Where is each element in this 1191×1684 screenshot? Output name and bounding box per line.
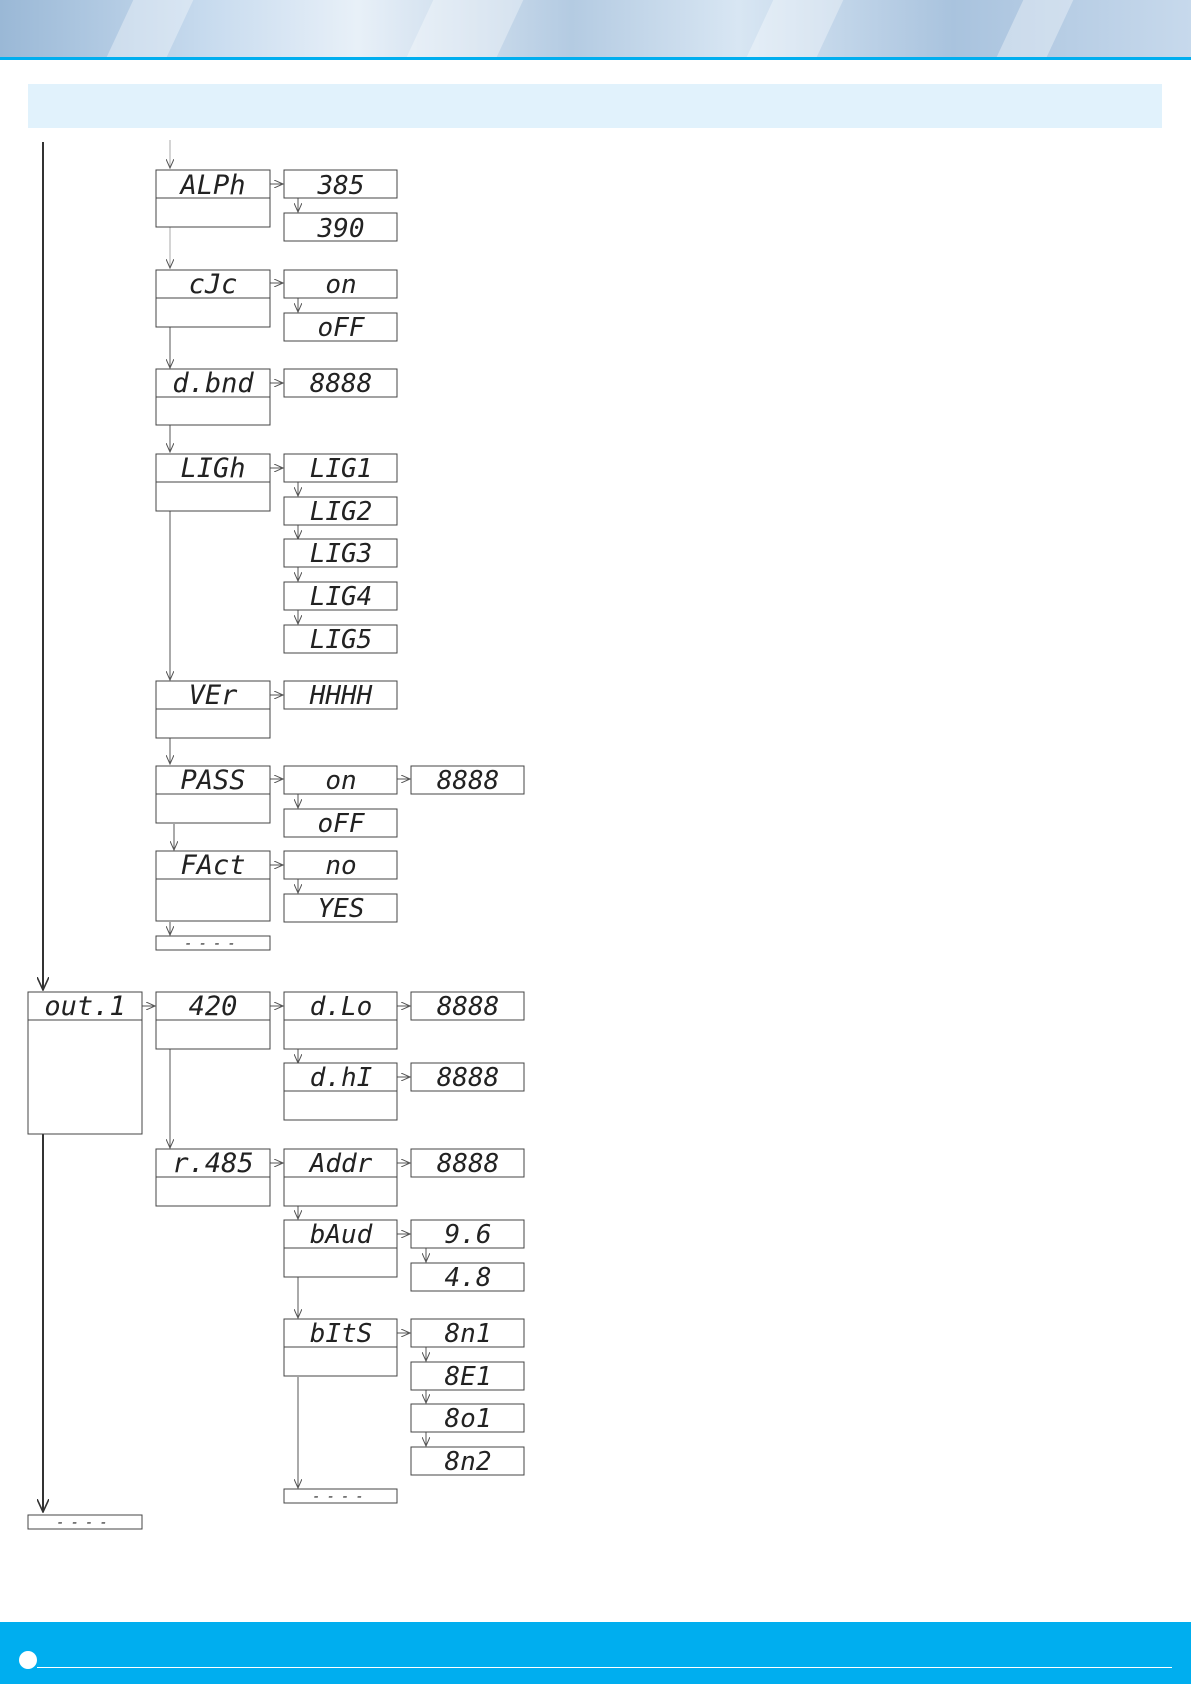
option-lig5[interactable]: LIG5	[284, 625, 397, 655]
menu-ligh-label: LIGh	[180, 453, 245, 484]
menu-dhi-label: d.hI	[310, 1063, 373, 1093]
option-lig3-label: LIG3	[310, 539, 373, 569]
option-fact-yes[interactable]: YES	[284, 894, 397, 924]
menu-pass-label: PASS	[180, 765, 245, 796]
page-number-dot	[19, 1651, 37, 1669]
option-lig1-label: LIG1	[310, 454, 373, 484]
option-pass-off-label: oFF	[318, 809, 366, 839]
option-pass-on-label: on	[325, 766, 356, 796]
menu-out1-label: out.1	[44, 991, 125, 1022]
menu-end-marker-label: ----	[184, 936, 242, 952]
value-ver[interactable]: HHHH	[284, 681, 397, 711]
option-fact-no[interactable]: no	[284, 851, 397, 881]
option-lig1[interactable]: LIG1	[284, 454, 397, 484]
menu-out1[interactable]: out.1	[28, 991, 142, 1134]
option-cjc-on[interactable]: on	[284, 270, 397, 300]
menu-alph[interactable]: ALPh	[156, 170, 270, 227]
option-bits-8n1[interactable]: 8n1	[411, 1319, 524, 1349]
menu-cjc[interactable]: cJc	[156, 269, 270, 327]
menu-ligh[interactable]: LIGh	[156, 453, 270, 511]
menu-dlo[interactable]: d.Lo	[284, 992, 397, 1049]
option-lig2-label: LIG2	[310, 497, 373, 527]
option-pass-on[interactable]: on	[284, 766, 397, 796]
option-bits-8o1-label: 8o1	[445, 1404, 492, 1434]
menu-420-label: 420	[189, 991, 238, 1022]
menu-baud-label: bAud	[310, 1220, 373, 1250]
value-dbnd-label: 8888	[310, 369, 373, 399]
value-dbnd[interactable]: 8888	[284, 369, 397, 399]
menu-bits-label: bItS	[310, 1319, 373, 1349]
menu-fact[interactable]: FAct	[156, 850, 270, 921]
menu-dlo-label: d.Lo	[310, 992, 373, 1022]
menu-fact-label: FAct	[180, 850, 245, 881]
value-dlo-label: 8888	[437, 992, 500, 1022]
option-lig4-label: LIG4	[310, 582, 373, 612]
value-ver-label: HHHH	[309, 681, 373, 711]
option-alph-390-label: 390	[317, 214, 365, 244]
option-baud-48-label: 4.8	[445, 1263, 492, 1293]
menu-pass[interactable]: PASS	[156, 765, 270, 823]
option-alph-390[interactable]: 390	[284, 213, 397, 244]
option-lig2[interactable]: LIG2	[284, 497, 397, 527]
option-bits-8o1[interactable]: 8o1	[411, 1404, 524, 1434]
option-alph-385-label: 385	[317, 171, 365, 201]
value-pass[interactable]: 8888	[411, 766, 524, 796]
option-bits-8n2[interactable]: 8n2	[411, 1447, 524, 1477]
option-lig3[interactable]: LIG3	[284, 539, 397, 569]
r485-end-marker-label: ----	[312, 1489, 370, 1505]
option-fact-no-label: no	[325, 851, 356, 881]
menu-r485-label: r.485	[172, 1148, 253, 1179]
menu-bits[interactable]: bItS	[284, 1319, 397, 1376]
menu-addr-label: Addr	[308, 1149, 373, 1179]
option-cjc-on-label: on	[325, 270, 356, 300]
option-alph-385[interactable]: 385	[284, 170, 397, 201]
menu-420[interactable]: 420	[156, 991, 270, 1049]
option-cjc-off[interactable]: oFF	[284, 313, 397, 343]
value-dhi-label: 8888	[437, 1063, 500, 1093]
option-baud-48[interactable]: 4.8	[411, 1263, 524, 1293]
value-addr-label: 8888	[437, 1149, 500, 1179]
menu-ver-label: VEr	[189, 680, 239, 711]
option-bits-8n1-label: 8n1	[445, 1319, 492, 1349]
menu-end-marker[interactable]: ----	[156, 936, 270, 952]
menu-dbnd[interactable]: d.bnd	[156, 368, 270, 425]
menu-cjc-label: cJc	[189, 269, 238, 300]
option-lig4[interactable]: LIG4	[284, 582, 397, 612]
main-end-marker-label: ----	[56, 1515, 114, 1531]
option-baud-96[interactable]: 9.6	[411, 1220, 524, 1250]
menu-r485[interactable]: r.485	[156, 1148, 270, 1206]
footer-line	[37, 1667, 1172, 1668]
menu-baud[interactable]: bAud	[284, 1220, 397, 1277]
value-dlo[interactable]: 8888	[411, 992, 524, 1022]
footer-bar	[0, 1622, 1191, 1684]
option-cjc-off-label: oFF	[318, 313, 366, 343]
menu-addr[interactable]: Addr	[284, 1149, 397, 1206]
r485-end-marker[interactable]: ----	[284, 1489, 397, 1505]
menu-dbnd-label: d.bnd	[172, 368, 254, 399]
value-pass-label: 8888	[437, 766, 500, 796]
option-bits-8e1[interactable]: 8E1	[411, 1362, 524, 1392]
option-pass-off[interactable]: oFF	[284, 809, 397, 839]
menu-ver[interactable]: VEr	[156, 680, 270, 738]
option-fact-yes-label: YES	[318, 894, 365, 924]
menu-dhi[interactable]: d.hI	[284, 1063, 397, 1120]
value-addr[interactable]: 8888	[411, 1149, 524, 1179]
option-baud-96-label: 9.6	[445, 1220, 492, 1250]
option-bits-8e1-label: 8E1	[445, 1362, 492, 1392]
menu-alph-label: ALPh	[178, 170, 245, 201]
main-end-marker[interactable]: ----	[28, 1515, 142, 1531]
value-dhi[interactable]: 8888	[411, 1063, 524, 1093]
option-lig5-label: LIG5	[310, 625, 373, 655]
option-bits-8n2-label: 8n2	[445, 1447, 492, 1477]
